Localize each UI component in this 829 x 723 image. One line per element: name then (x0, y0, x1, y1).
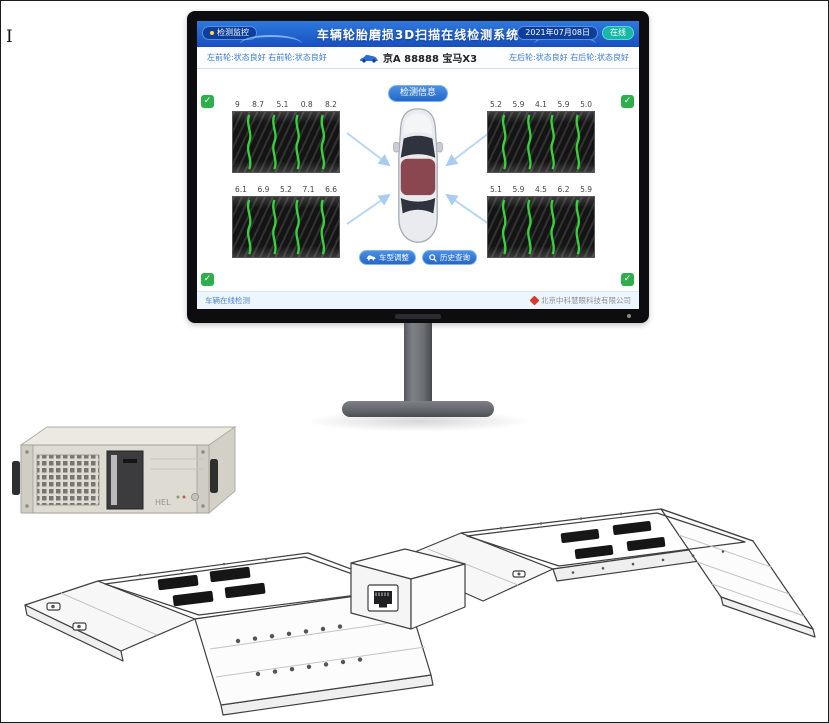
scan-slots (157, 566, 266, 607)
ramp-platforms (24, 508, 816, 716)
tread-measurements: 5.1 5.9 4.5 6.2 5.9 (490, 185, 592, 194)
car-top-view (393, 108, 443, 243)
monitor-badge-label: 检测监控 (217, 28, 249, 37)
status-dot-icon (210, 31, 214, 35)
tire-panel-rear-left: 6.1 6.9 5.2 7.1 6.6 (232, 185, 340, 258)
vehicle-info-bar: 左前轮:状态良好 右前轮:状态良好 京A 88888 宝马X3 左后轮:状态良好… (197, 47, 639, 69)
search-icon (429, 253, 437, 262)
tread-lines-icon (501, 114, 581, 170)
tire-panel-rear-right: 5.1 5.9 4.5 6.2 5.9 (487, 185, 595, 258)
check-icon: ✓ (621, 95, 634, 108)
ramp-latches (512, 570, 526, 578)
car-icon (359, 54, 378, 63)
check-icon: ✓ (201, 273, 214, 286)
ipc-power-button[interactable] (191, 493, 199, 501)
rear-wheels-status: 左后轮:状态良好 右后轮:状态良好 (509, 53, 629, 62)
monitor-bezel: 检测监控 车辆轮胎磨损3D扫描在线检测系统 2021年07月08日 在线 左前轮… (187, 11, 649, 323)
tread-lines-icon (246, 199, 326, 255)
scan-slots (560, 520, 666, 560)
tread-lines-icon (246, 114, 326, 170)
ethernet-port-icon (367, 584, 399, 612)
ipc-vent-grille (36, 454, 100, 506)
ipc-model-label: HEL (155, 498, 171, 507)
connector-lines (346, 132, 490, 225)
industrial-pc: HEL (12, 426, 237, 515)
monitor-brand-logo (395, 314, 441, 319)
company-credit: 北京中科慧眼科技有限公司 (529, 295, 631, 306)
check-icon: ✓ (201, 95, 214, 108)
system-mode-label: 车辆在线检测 (205, 296, 250, 305)
tread-measurements: 5.2 5.9 4.1 5.9 5.0 (490, 100, 592, 109)
detection-area: ✓ ✓ ✓ ✓ 9 8.7 5.1 0.8 8.2 (197, 69, 639, 291)
monitor-stand-base (342, 401, 494, 417)
tire-scan-image (232, 111, 340, 173)
edge-bolts (499, 512, 623, 530)
ramp-latches (46, 602, 87, 631)
check-icon: ✓ (621, 273, 634, 286)
plate-group: 京A 88888 宝马X3 (359, 50, 477, 65)
model-adjust-button[interactable]: 车型调整 (359, 250, 416, 265)
center-column: 检测信息 (355, 85, 481, 265)
monitor-shadow (303, 410, 533, 432)
ipc-handle-left (12, 461, 20, 495)
text-cursor: I (6, 27, 13, 47)
right-ramp (392, 508, 816, 638)
junction-box (350, 548, 466, 630)
date-badge: 2021年07月08日 (517, 26, 598, 40)
tread-lines-icon (501, 199, 581, 255)
monitor-badge[interactable]: 检测监控 (202, 26, 257, 40)
app-title: 车辆轮胎磨损3D扫描在线检测系统 (316, 28, 520, 42)
app-header: 检测监控 车辆轮胎磨损3D扫描在线检测系统 2021年07月08日 在线 (197, 21, 639, 47)
ipc-handle-right (210, 459, 218, 493)
status-bar: 车辆在线检测 北京中科慧眼科技有限公司 (197, 291, 639, 309)
tread-measurements: 9 8.7 5.1 0.8 8.2 (235, 100, 337, 109)
front-wheels-status: 左前轮:状态良好 右前轮:状态良好 (207, 53, 327, 62)
bolt-holes (571, 550, 725, 574)
bolt-holes (235, 624, 363, 677)
edge-bolts (138, 557, 268, 577)
company-logo-icon (529, 295, 540, 306)
monitor-stand-neck (404, 323, 432, 405)
online-status-badge: 在线 (602, 26, 634, 40)
detection-info-button[interactable]: 检测信息 (387, 85, 448, 102)
tire-panel-front-right: 5.2 5.9 4.1 5.9 5.0 (487, 100, 595, 173)
tread-measurements: 6.1 6.9 5.2 7.1 6.6 (235, 185, 337, 194)
title-wing-left-icon (240, 35, 302, 44)
license-plate: 京A 88888 宝马X3 (382, 54, 478, 65)
tire-scan-image (487, 111, 595, 173)
monitor-screen: 检测监控 车辆轮胎磨损3D扫描在线检测系统 2021年07月08日 在线 左前轮… (197, 21, 639, 309)
date-label: 2021年07月08日 (525, 28, 590, 37)
tire-scan-image (232, 196, 340, 258)
tire-panel-front-left: 9 8.7 5.1 0.8 8.2 (232, 100, 340, 173)
power-led (627, 314, 631, 318)
car-adjust-icon (366, 255, 376, 261)
tire-scan-image (487, 196, 595, 258)
history-query-button[interactable]: 历史查询 (422, 250, 477, 265)
